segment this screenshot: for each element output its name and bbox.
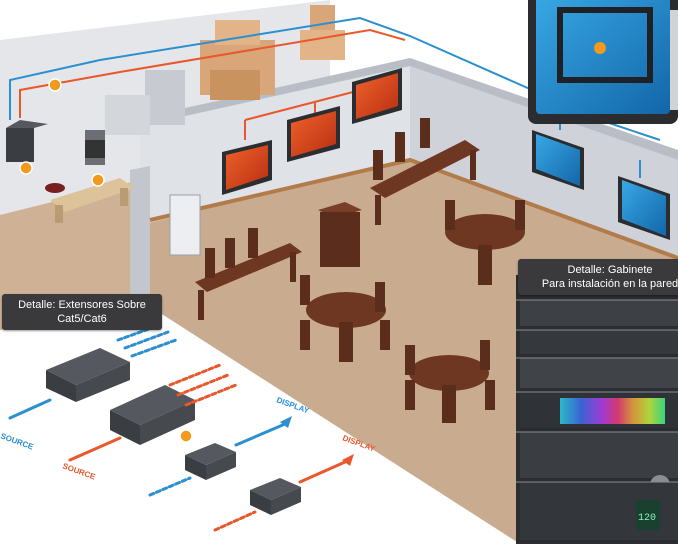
callout-gabinete-line1: Detalle: Gabinete	[567, 264, 653, 276]
callout-cat5-extenders: Detalle: Extensores Sobre Cat5/Cat6	[2, 294, 162, 330]
callout-wall-cabinet: Detalle: Gabinete Para instalación en la…	[518, 259, 678, 295]
tv-orange-1	[222, 140, 272, 195]
back-wall-main	[140, 60, 410, 225]
tv-orange-3	[352, 68, 402, 124]
extender-cables	[8, 323, 347, 532]
conference-furniture	[195, 118, 525, 423]
rack-display-readout: 120	[638, 513, 656, 524]
rack-cabinet-detail: 120	[516, 275, 678, 544]
callout-extensores-line2: Cat5/Cat6	[57, 313, 107, 325]
tv-blue-2	[618, 176, 670, 240]
tv-blue-1	[532, 130, 584, 190]
storage-boxes	[85, 5, 345, 165]
network-box	[6, 120, 48, 162]
tv-orange-2	[287, 106, 340, 162]
callout-gabinete-line2: Para instalación en la pared	[541, 278, 678, 290]
storage-floor	[0, 180, 135, 330]
podium	[318, 202, 362, 267]
wall-mount-detail	[528, 0, 678, 124]
divider-wall	[130, 166, 150, 305]
label-source-orange: SOURCE	[61, 461, 97, 481]
label-source-blue: SOURCE	[0, 431, 35, 451]
door	[169, 194, 201, 256]
callout-extensores-line1: Detalle: Extensores Sobre	[18, 299, 146, 311]
office-desk	[45, 140, 135, 223]
orange-cable-ceiling	[19, 28, 406, 118]
baseboard	[149, 157, 678, 260]
extender-devices	[46, 348, 301, 515]
